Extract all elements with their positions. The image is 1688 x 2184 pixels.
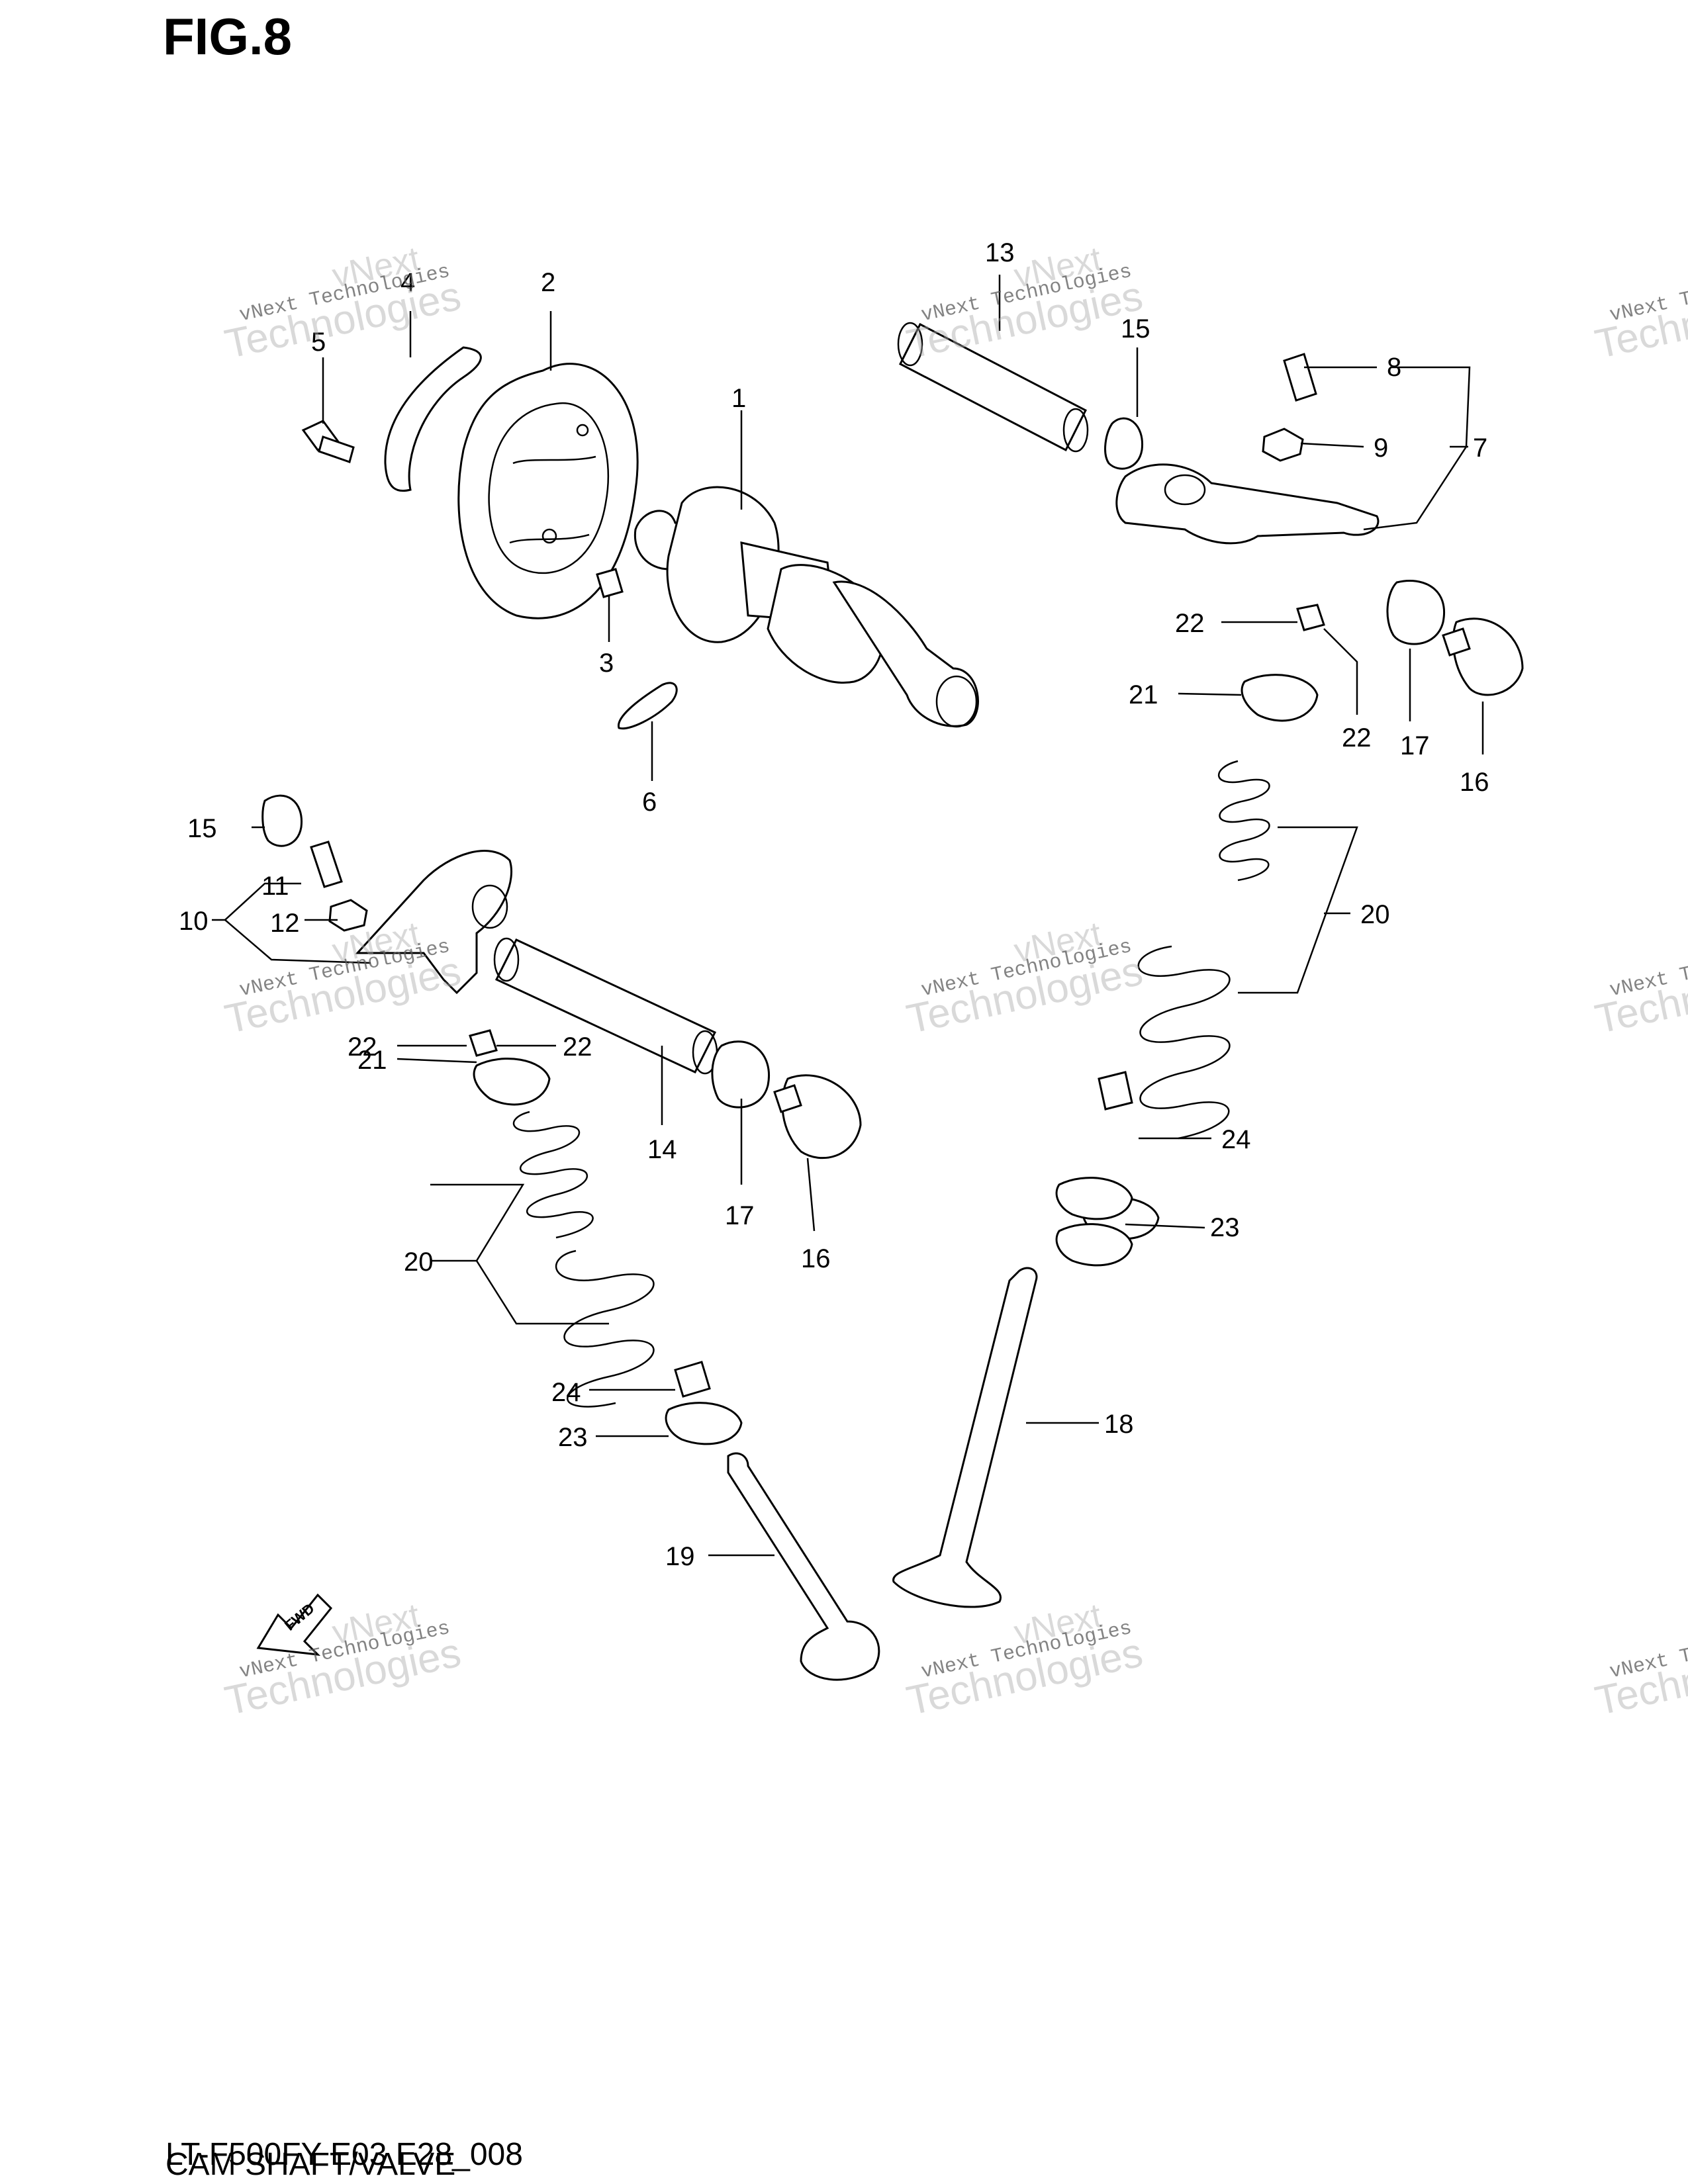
callout-16-upper: 16 bbox=[1460, 768, 1489, 797]
callout-2: 2 bbox=[541, 268, 555, 297]
forward-direction-arrow: FWD bbox=[256, 1593, 333, 1656]
knock-pin bbox=[596, 568, 624, 598]
valve-cover-cap-left bbox=[773, 1074, 862, 1160]
callout-4: 4 bbox=[400, 268, 415, 297]
valve-cotter-upper bbox=[1296, 604, 1325, 631]
valve-cotter-left bbox=[469, 1029, 498, 1057]
callout-numbers: 1 2 3 4 5 6 7 8 9 10 11 12 13 14 15 15 1… bbox=[179, 238, 1489, 1571]
valve-spring-seat-right bbox=[1055, 1223, 1133, 1267]
spring-retainer-upper bbox=[1241, 674, 1319, 722]
lock-nut-upper bbox=[1262, 428, 1304, 462]
callout-14: 14 bbox=[647, 1135, 677, 1164]
callout-20-right: 20 bbox=[1360, 900, 1390, 929]
callout-22-upper-right: 22 bbox=[1342, 723, 1372, 752]
sprocket-retainer bbox=[384, 346, 482, 492]
callout-19: 19 bbox=[665, 1542, 695, 1571]
callout-13: 13 bbox=[985, 238, 1015, 267]
callout-23-left: 23 bbox=[558, 1423, 588, 1452]
valve-spring-inner-left bbox=[512, 1111, 594, 1239]
spring-retainer-lower-right bbox=[1055, 1177, 1133, 1220]
callout-10: 10 bbox=[179, 907, 209, 936]
callout-16-left: 16 bbox=[801, 1244, 831, 1273]
adjusting-screw-upper bbox=[1283, 353, 1317, 402]
camshaft bbox=[633, 486, 979, 728]
rocker-shaft-left bbox=[493, 937, 718, 1075]
callout-23-right: 23 bbox=[1210, 1213, 1240, 1242]
callout-6: 6 bbox=[642, 788, 657, 817]
figure-subtitle: CAM SHAFT/VALVE bbox=[165, 2147, 456, 2182]
valve-cotter-small-left bbox=[674, 1361, 711, 1398]
o-ring-left bbox=[261, 794, 303, 847]
callout-9: 9 bbox=[1374, 433, 1388, 463]
camshaft-half-ring bbox=[617, 682, 678, 730]
callout-11: 11 bbox=[261, 872, 289, 901]
callout-5: 5 bbox=[311, 328, 326, 357]
callout-18: 18 bbox=[1104, 1410, 1134, 1439]
cam-sprocket bbox=[457, 363, 639, 619]
callout-8: 8 bbox=[1387, 353, 1401, 382]
valve-cotter-small-right bbox=[1098, 1071, 1133, 1111]
callout-21-upper: 21 bbox=[1129, 680, 1158, 709]
valve-spring-outer-left bbox=[555, 1250, 655, 1408]
callout-24-right: 24 bbox=[1221, 1125, 1251, 1154]
rocker-arm-left bbox=[355, 850, 513, 995]
callout-15-upper: 15 bbox=[1121, 314, 1150, 343]
adjusting-screw-left bbox=[310, 841, 343, 888]
valve-spring-outer-right bbox=[1137, 945, 1231, 1140]
exhaust-valve bbox=[892, 1267, 1038, 1608]
o-ring-upper bbox=[1104, 417, 1144, 470]
callout-1: 1 bbox=[731, 384, 746, 413]
callout-22-upper-left: 22 bbox=[1175, 609, 1205, 638]
callout-24-left: 24 bbox=[551, 1378, 581, 1407]
valve-stem-seal-upper bbox=[1386, 580, 1445, 645]
valve-stem-seal-left bbox=[711, 1040, 770, 1109]
sprocket-bolt bbox=[301, 420, 355, 463]
callout-15-left: 15 bbox=[187, 814, 217, 843]
callout-20-left: 20 bbox=[404, 1248, 434, 1277]
valve-spring-inner-right bbox=[1218, 760, 1270, 882]
valve-spring-seat-left bbox=[665, 1402, 743, 1445]
callout-17-upper: 17 bbox=[1400, 731, 1430, 760]
intake-valve bbox=[727, 1452, 880, 1681]
valve-cover-cap-upper bbox=[1442, 617, 1524, 696]
figure-title: FIG.8 bbox=[163, 7, 293, 66]
rocker-shaft-upper bbox=[897, 322, 1089, 453]
callout-3: 3 bbox=[599, 649, 614, 678]
lock-nut-left bbox=[328, 899, 368, 932]
callout-17-left: 17 bbox=[725, 1201, 755, 1230]
figure-code: LT-F500FY E03 E28_008 bbox=[165, 2137, 523, 2172]
callout-22-left-a: 22 bbox=[348, 1032, 377, 1062]
callout-21-left: 21 bbox=[357, 1046, 387, 1075]
callout-12: 12 bbox=[270, 909, 300, 938]
spring-retainer-left bbox=[473, 1058, 551, 1106]
callout-7: 7 bbox=[1473, 433, 1487, 463]
callout-22-left-b: 22 bbox=[563, 1032, 592, 1062]
leader-lines bbox=[212, 275, 1484, 1557]
rocker-arm-upper bbox=[1115, 463, 1380, 545]
